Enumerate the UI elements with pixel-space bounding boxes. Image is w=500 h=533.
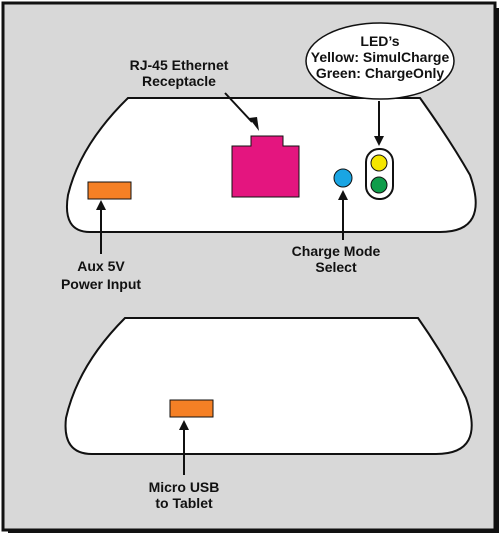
ethernet-arrow xyxy=(224,92,253,123)
aux-power-port xyxy=(87,181,132,200)
aux-power-arrowhead xyxy=(96,200,106,210)
ethernet-port xyxy=(231,135,300,198)
micro-usb-arrowhead xyxy=(179,420,189,430)
charge-mode-label-line1: Charge Mode xyxy=(292,243,381,259)
rj45-label-line1: RJ-45 Ethernet xyxy=(130,57,229,73)
led-legend-yellow: Yellow: SimulCharge xyxy=(311,49,450,65)
frame-shadow-bottom xyxy=(8,530,499,533)
charge-mode-button xyxy=(333,168,353,188)
led-arrowhead xyxy=(374,136,384,146)
frame-shadow-right xyxy=(495,8,499,532)
micro-usb-label-line2: to Tablet xyxy=(155,495,213,511)
aux-power-label-line1: Aux 5V xyxy=(77,258,125,274)
charge-mode-arrowhead xyxy=(338,190,348,200)
led-legend-title: LED’s xyxy=(360,33,399,49)
charge-mode-label-line2: Select xyxy=(315,259,357,275)
led-green-icon xyxy=(370,176,388,194)
led-legend-green: Green: ChargeOnly xyxy=(316,65,445,81)
micro-usb-label-line1: Micro USB xyxy=(149,479,220,495)
ethernet-arrowhead xyxy=(249,117,259,131)
device-bottom-view xyxy=(64,317,473,455)
rj45-label-line2: Receptacle xyxy=(142,73,216,89)
led-yellow-icon xyxy=(370,154,388,172)
aux-power-label-line2: Power Input xyxy=(61,276,141,292)
micro-usb-port xyxy=(169,399,214,418)
led-legend-bubble xyxy=(305,22,455,100)
